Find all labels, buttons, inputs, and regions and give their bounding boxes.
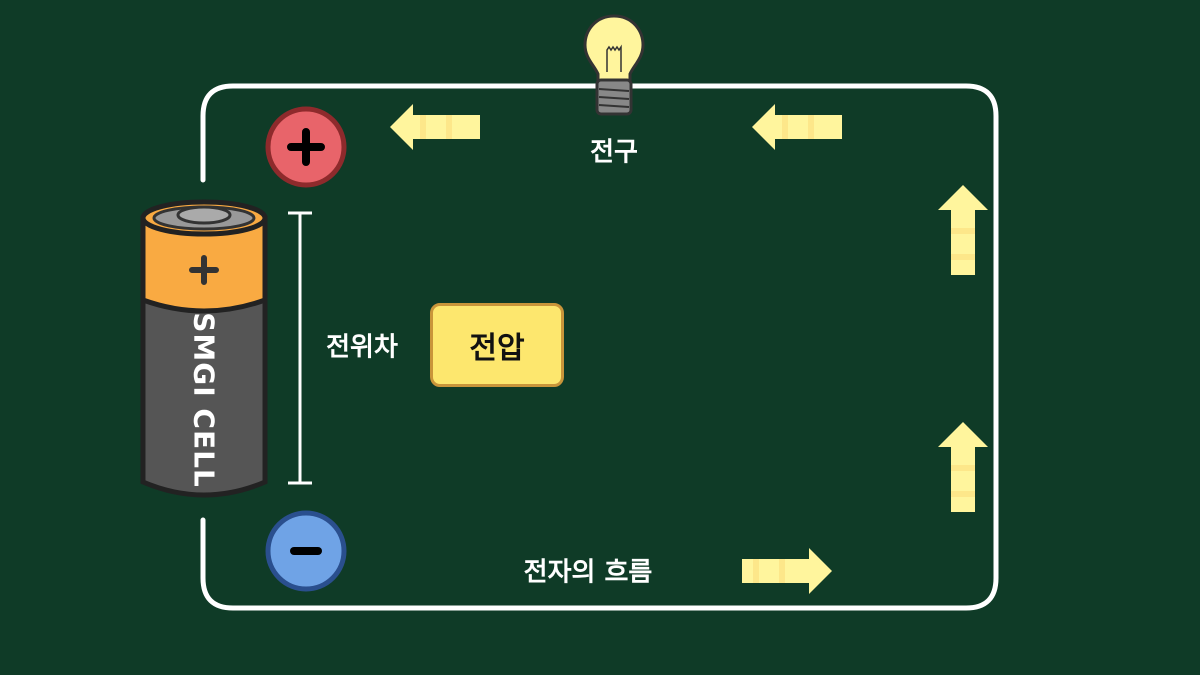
voltage-badge: 전압 [430, 303, 564, 387]
potential-difference-label: 전위차 [326, 332, 398, 363]
arrow-up-icon [938, 422, 988, 512]
battery-brand-label: SMGI CELL [187, 312, 221, 488]
bulb-label: 전구 [590, 137, 638, 168]
arrow-left-icon [752, 104, 842, 150]
electron-flow-arrows [390, 104, 988, 594]
potential-difference-bracket [288, 211, 312, 485]
positive-terminal-icon [265, 106, 347, 188]
arrow-left-icon [390, 104, 480, 150]
electron-flow-label: 전자의 흐름 [523, 557, 653, 588]
arrow-up-icon [938, 185, 988, 275]
negative-terminal-icon [265, 510, 347, 592]
battery-icon [140, 199, 268, 498]
light-bulb-icon [583, 14, 645, 116]
arrow-right-icon [742, 548, 832, 594]
wire [200, 83, 999, 611]
